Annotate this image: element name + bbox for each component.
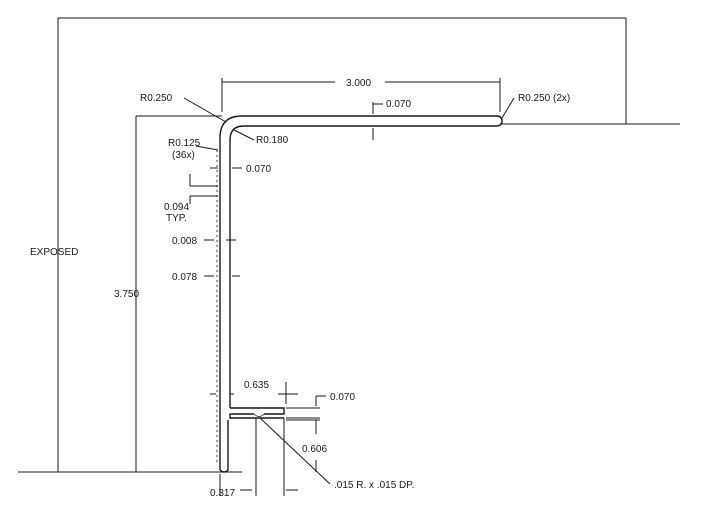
- height-dimension: [135, 115, 222, 472]
- tip-radius-label: R0.250 (2x): [518, 93, 570, 104]
- notch-leader: [259, 417, 331, 485]
- inner-radius-leader: [233, 129, 255, 141]
- exposed-envelope: [57, 17, 627, 472]
- wall-total-label: 0.078: [172, 272, 197, 283]
- groove-pitch-dimension: [189, 174, 218, 204]
- profile-outline: [216, 115, 503, 473]
- groove-pitch-label: 0.094: [164, 202, 189, 213]
- bottom-offset-dimension: [219, 418, 298, 496]
- top-length-label: 3.000: [346, 78, 371, 89]
- groove-radius-label: R0.125: [168, 138, 201, 149]
- top-length-dimension: [221, 78, 501, 112]
- groove-count-label: (36x): [172, 150, 195, 161]
- exposed-label: EXPOSED: [30, 247, 78, 258]
- inner-radius-label: R0.180: [256, 135, 289, 146]
- tip-radius-leader: [501, 97, 515, 119]
- outer-radius-label: R0.250: [140, 93, 173, 104]
- wall-thickness-label: 0.070: [246, 164, 271, 175]
- flange-gap-label: 0.606: [302, 444, 327, 455]
- groove-depth-label: 0.008: [172, 236, 197, 247]
- height-label: 3.750: [114, 289, 139, 300]
- bottom-offset-label: 0.317: [210, 488, 235, 499]
- flange-thickness-label: 0.070: [330, 392, 355, 403]
- flange-thickness-dimension: [286, 395, 326, 430]
- notch-note-label: .015 R. x .015 DP.: [334, 480, 414, 491]
- top-thickness-label: 0.070: [386, 99, 411, 110]
- groove-pitch-note: TYP.: [166, 213, 187, 224]
- flange-length-label: 0.635: [244, 380, 269, 391]
- groove-radius-leader: [195, 145, 219, 151]
- flange-length-dimension: [210, 382, 298, 404]
- flange-gap-dimension: [286, 419, 320, 472]
- outer-radius-leader: [183, 97, 227, 123]
- top-thickness-dimension: [372, 102, 383, 140]
